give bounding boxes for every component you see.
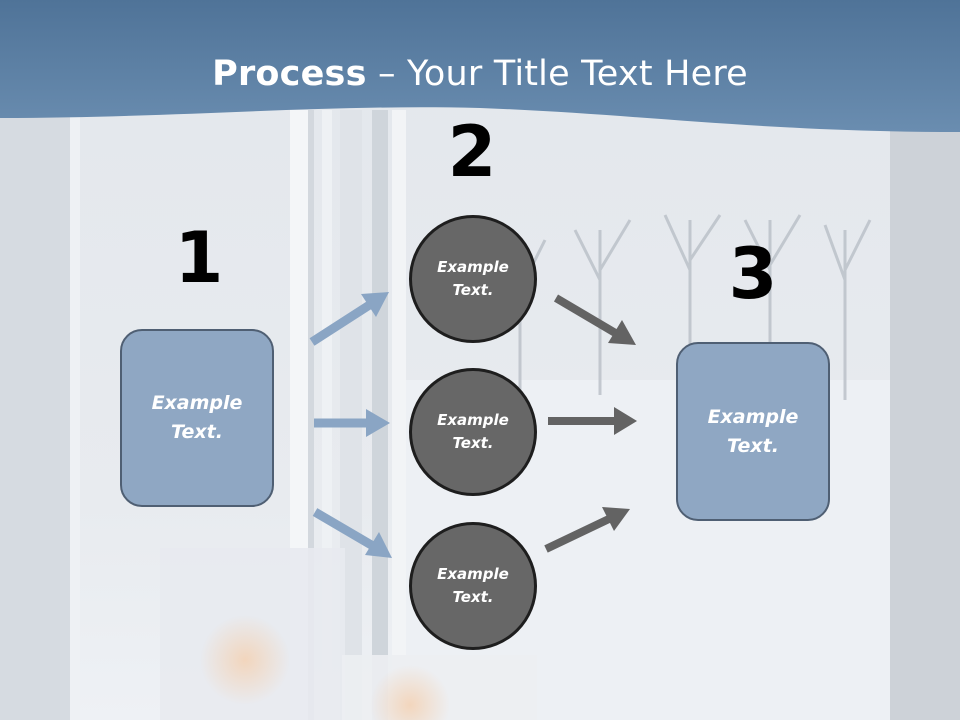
- step-3-box: Example Text.: [676, 342, 830, 521]
- step-3-text: Example Text.: [707, 405, 799, 457]
- circle-text-middle: Example Text.: [437, 411, 509, 452]
- circle-text-top: Example Text.: [437, 258, 509, 299]
- step-1-text: Example Text.: [151, 392, 243, 443]
- slide-title: Process – Your Title Text Here: [0, 52, 960, 96]
- step-2-number: 2: [447, 111, 497, 193]
- title-rest: – Your Title Text Here: [366, 54, 748, 94]
- step-1-number: 1: [174, 217, 224, 299]
- step-3-number: 3: [728, 233, 778, 315]
- title-bold: Process: [212, 54, 367, 94]
- step-1-box: Example Text.: [120, 329, 274, 507]
- step-2-circle-middle: Example Text.: [409, 368, 537, 496]
- step-2-circle-bottom: Example Text.: [409, 522, 537, 650]
- step-2-circle-top: Example Text.: [409, 215, 537, 343]
- circle-text-bottom: Example Text.: [437, 565, 509, 606]
